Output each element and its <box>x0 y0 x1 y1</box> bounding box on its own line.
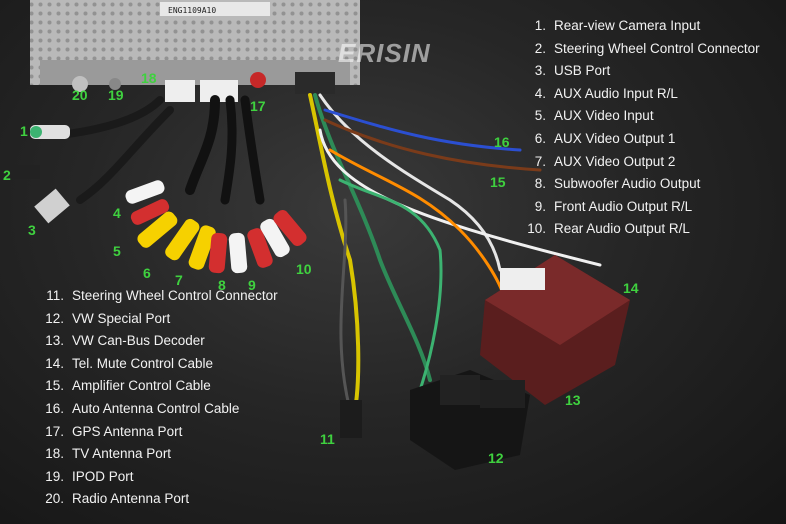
legend-item: 14. Tel. Mute Control Cable <box>38 353 278 376</box>
callout-20: 20 <box>72 87 88 103</box>
legend-text: AUX Video Output 1 <box>554 130 676 146</box>
legend-number: 17. <box>45 423 64 439</box>
legend-item: 2. Steering Wheel Control Connector <box>520 38 760 61</box>
legend-item: 15. Amplifier Control Cable <box>38 375 278 398</box>
legend-number: 9. <box>534 198 546 214</box>
callout-19: 19 <box>108 87 124 103</box>
legend-number: 12. <box>45 310 64 326</box>
callout-9: 9 <box>248 277 256 293</box>
legend-item: 7. AUX Video Output 2 <box>520 151 760 174</box>
brand-watermark: ERISIN <box>338 38 431 68</box>
legend-item: 1. Rear-view Camera Input <box>520 15 760 38</box>
legend-item: 13. VW Can-Bus Decoder <box>38 330 278 353</box>
wire-harness <box>56 93 602 412</box>
canbus-decoder <box>480 255 630 405</box>
callout-14: 14 <box>623 280 639 296</box>
legend-item: 3. USB Port <box>520 60 760 83</box>
callout-18: 18 <box>141 70 157 86</box>
legend-text: Subwoofer Audio Output <box>554 176 701 192</box>
callout-2: 2 <box>3 167 11 183</box>
legend-item: 19. IPOD Port <box>38 466 278 489</box>
legend-number: 8. <box>534 176 546 192</box>
legend-text: Radio Antenna Port <box>72 491 190 507</box>
legend-number: 14. <box>45 355 64 371</box>
unit-label: ENG1109A10 <box>168 6 217 15</box>
legend-item: 16. Auto Antenna Control Cable <box>38 398 278 421</box>
rca-connectors <box>12 125 307 274</box>
callout-16: 16 <box>494 134 510 150</box>
legend-text: USB Port <box>554 63 611 79</box>
callout-8: 8 <box>218 277 226 293</box>
legend-text: Front Audio Output R/L <box>554 198 693 214</box>
legend-number: 6. <box>534 130 546 146</box>
legend-text: VW Can-Bus Decoder <box>72 333 205 349</box>
legend-item: 4. AUX Audio Input R/L <box>520 83 760 106</box>
legend-item: 12. VW Special Port <box>38 308 278 331</box>
legend-text: GPS Antenna Port <box>72 423 183 439</box>
callout-3: 3 <box>28 222 36 238</box>
legend-text: AUX Video Input <box>554 108 654 124</box>
legend-number: 5. <box>534 108 546 124</box>
callout-5: 5 <box>113 243 121 259</box>
legend-text: VW Special Port <box>72 310 171 326</box>
callout-17: 17 <box>250 98 266 114</box>
legend-text: AUX Video Output 2 <box>554 153 676 169</box>
legend-text: AUX Audio Input R/L <box>554 85 678 101</box>
legend-number: 7. <box>534 153 546 169</box>
callout-4: 4 <box>113 205 121 221</box>
legend-number: 3. <box>534 63 546 79</box>
callout-15: 15 <box>490 174 506 190</box>
legend-number: 18. <box>45 446 64 462</box>
callout-12: 12 <box>488 450 504 466</box>
legend-number: 1. <box>534 18 546 33</box>
legend-item: 17. GPS Antenna Port <box>38 421 278 444</box>
legend-number: 10. <box>527 221 546 237</box>
head-unit <box>30 0 360 102</box>
legend-right: 1. Rear-view Camera Input 2. Steering Wheel… <box>520 15 760 241</box>
callout-6: 6 <box>143 265 151 281</box>
legend-number: 15. <box>45 378 64 394</box>
legend-text: Auto Antenna Control Cable <box>72 400 240 416</box>
legend-left: 11. Steering Wheel Control Connector 12. VW… <box>38 285 278 511</box>
legend-number: 19. <box>45 468 64 484</box>
vw-connector <box>340 370 530 470</box>
legend-item: 6. AUX Video Output 1 <box>520 128 760 151</box>
legend-number: 20. <box>45 491 64 507</box>
legend-text: Tel. Mute Control Cable <box>72 355 214 371</box>
callout-1: 1 <box>20 123 28 139</box>
legend-item: 20. Radio Antenna Port <box>38 488 278 511</box>
legend-item: 18. TV Antenna Port <box>38 443 278 466</box>
legend-item: 8. Subwoofer Audio Output <box>520 173 760 196</box>
legend-number: 16. <box>45 400 64 416</box>
legend-item: 11. Steering Wheel Control Connector <box>38 285 278 308</box>
legend-text: TV Antenna Port <box>72 446 172 462</box>
callout-7: 7 <box>175 272 183 288</box>
legend-item: 9. Front Audio Output R/L <box>520 196 760 219</box>
legend-text: Steering Wheel Control Connector <box>72 288 278 303</box>
legend-number: 4. <box>534 85 546 101</box>
legend-text: Amplifier Control Cable <box>72 378 211 394</box>
legend-number: 11. <box>46 288 64 303</box>
legend-item: 10. Rear Audio Output R/L <box>520 218 760 241</box>
legend-text: Rear Audio Output R/L <box>554 221 690 237</box>
legend-text: Rear-view Camera Input <box>554 18 701 33</box>
legend-number: 2. <box>534 40 546 56</box>
legend-number: 13. <box>45 333 64 349</box>
legend-text: IPOD Port <box>72 468 134 484</box>
callout-13: 13 <box>565 392 581 408</box>
callout-11: 11 <box>320 431 335 447</box>
legend-text: Steering Wheel Control Connector <box>554 40 760 56</box>
legend-item: 5. AUX Video Input <box>520 105 760 128</box>
callout-10: 10 <box>296 261 312 277</box>
